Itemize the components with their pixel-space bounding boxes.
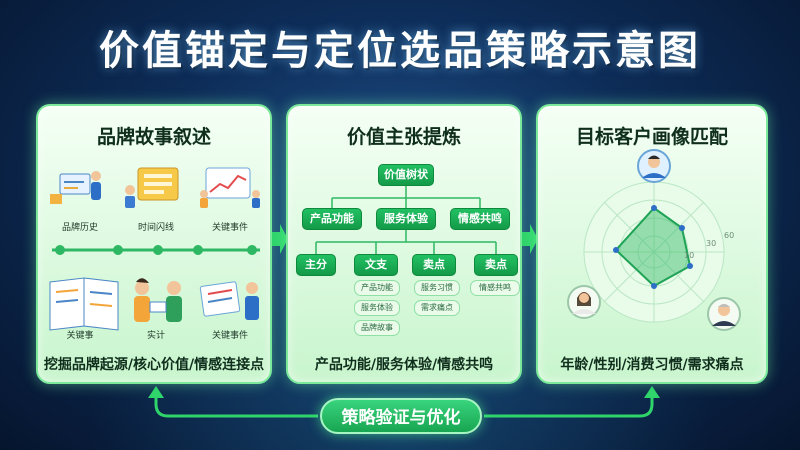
strategy-optimization-pill: 策略验证与优化 [320,398,482,434]
radar-tick-label: 60 [724,231,734,240]
tree-node-service: 服务体验 [376,208,436,230]
panel-title-brand-story: 品牌故事叙述 [96,126,211,148]
icon-label-key-event: 关键事件 [211,223,248,233]
tree-leaf: 需求痛点 [414,300,460,316]
brand-story-illustration [49,167,260,331]
tree-leaf: 服务体验 [354,300,400,316]
value-tree-connectors [315,184,497,254]
key-fact-book-icon [49,277,119,331]
persona-radar-chart: 10 30 60 [567,149,741,331]
timeline-dot [113,245,123,255]
tree-leaf: 情感共鸣 [470,280,520,296]
panel-value-proposition: 价值主张提炼 价值树状 产品功能 服务体验 情感共鸣 主分 文支 卖点 卖点 产… [286,104,522,384]
discussion-people-icon [134,278,182,322]
panel-title-persona: 目标客户画像匹配 [575,126,728,148]
page-title: 价值锚定与定位选品策略示意图 [99,28,701,74]
panel-customer-persona: 目标客户画像匹配 10 30 60 [536,104,768,384]
icon-label-key-event-2: 关键事件 [211,331,248,341]
tree-leaf: 产品功能 [354,280,400,296]
tree-leaf: 品牌故事 [354,320,400,336]
panel-caption-value: 产品功能/服务体验/情感共鸣 [314,357,494,373]
radar-tick-label: 10 [684,251,694,260]
timeline-dot [193,245,203,255]
tree-node-selling-point: 卖点 [412,254,456,276]
key-event-chart-icon [200,167,260,208]
female-avatar-icon [567,285,601,319]
icon-label-case: 实计 [146,331,165,341]
tree-node-emotion: 情感共鸣 [450,208,510,230]
timeline-dot [153,245,163,255]
icon-label-key-fact: 关键事 [66,331,94,341]
arrow-right-icon [522,224,538,254]
panel-caption-brand-story: 挖掘品牌起源/核心价值/情感连接点 [43,357,265,373]
tree-node-main: 主分 [296,254,336,276]
male-avatar-icon [637,149,671,183]
key-event-document-icon [199,281,259,320]
panel-brand-story: 品牌故事叙述 [36,104,272,384]
arrow-right-icon [272,224,288,254]
icon-label-timeline: 时间闪线 [137,223,174,233]
panel-title-value: 价值主张提炼 [346,126,461,148]
tree-node-selling-point-2: 卖点 [474,254,518,276]
tree-root-node: 价值树状 [378,164,434,186]
panel-caption-persona: 年龄/性别/消费习惯/需求痛点 [560,357,744,373]
tree-node-product: 产品功能 [302,208,362,230]
senior-avatar-icon [707,297,741,331]
tree-leaf: 服务习惯 [414,280,460,296]
timeline-dot [55,245,65,255]
timeline-dot [247,245,257,255]
radar-area [614,206,692,288]
icon-label-brand-history: 品牌历史 [61,223,98,233]
tree-node-support: 文支 [354,254,398,276]
brand-history-icon [50,171,101,204]
radar-tick-label: 30 [706,239,716,248]
timeline-icon [125,167,179,208]
